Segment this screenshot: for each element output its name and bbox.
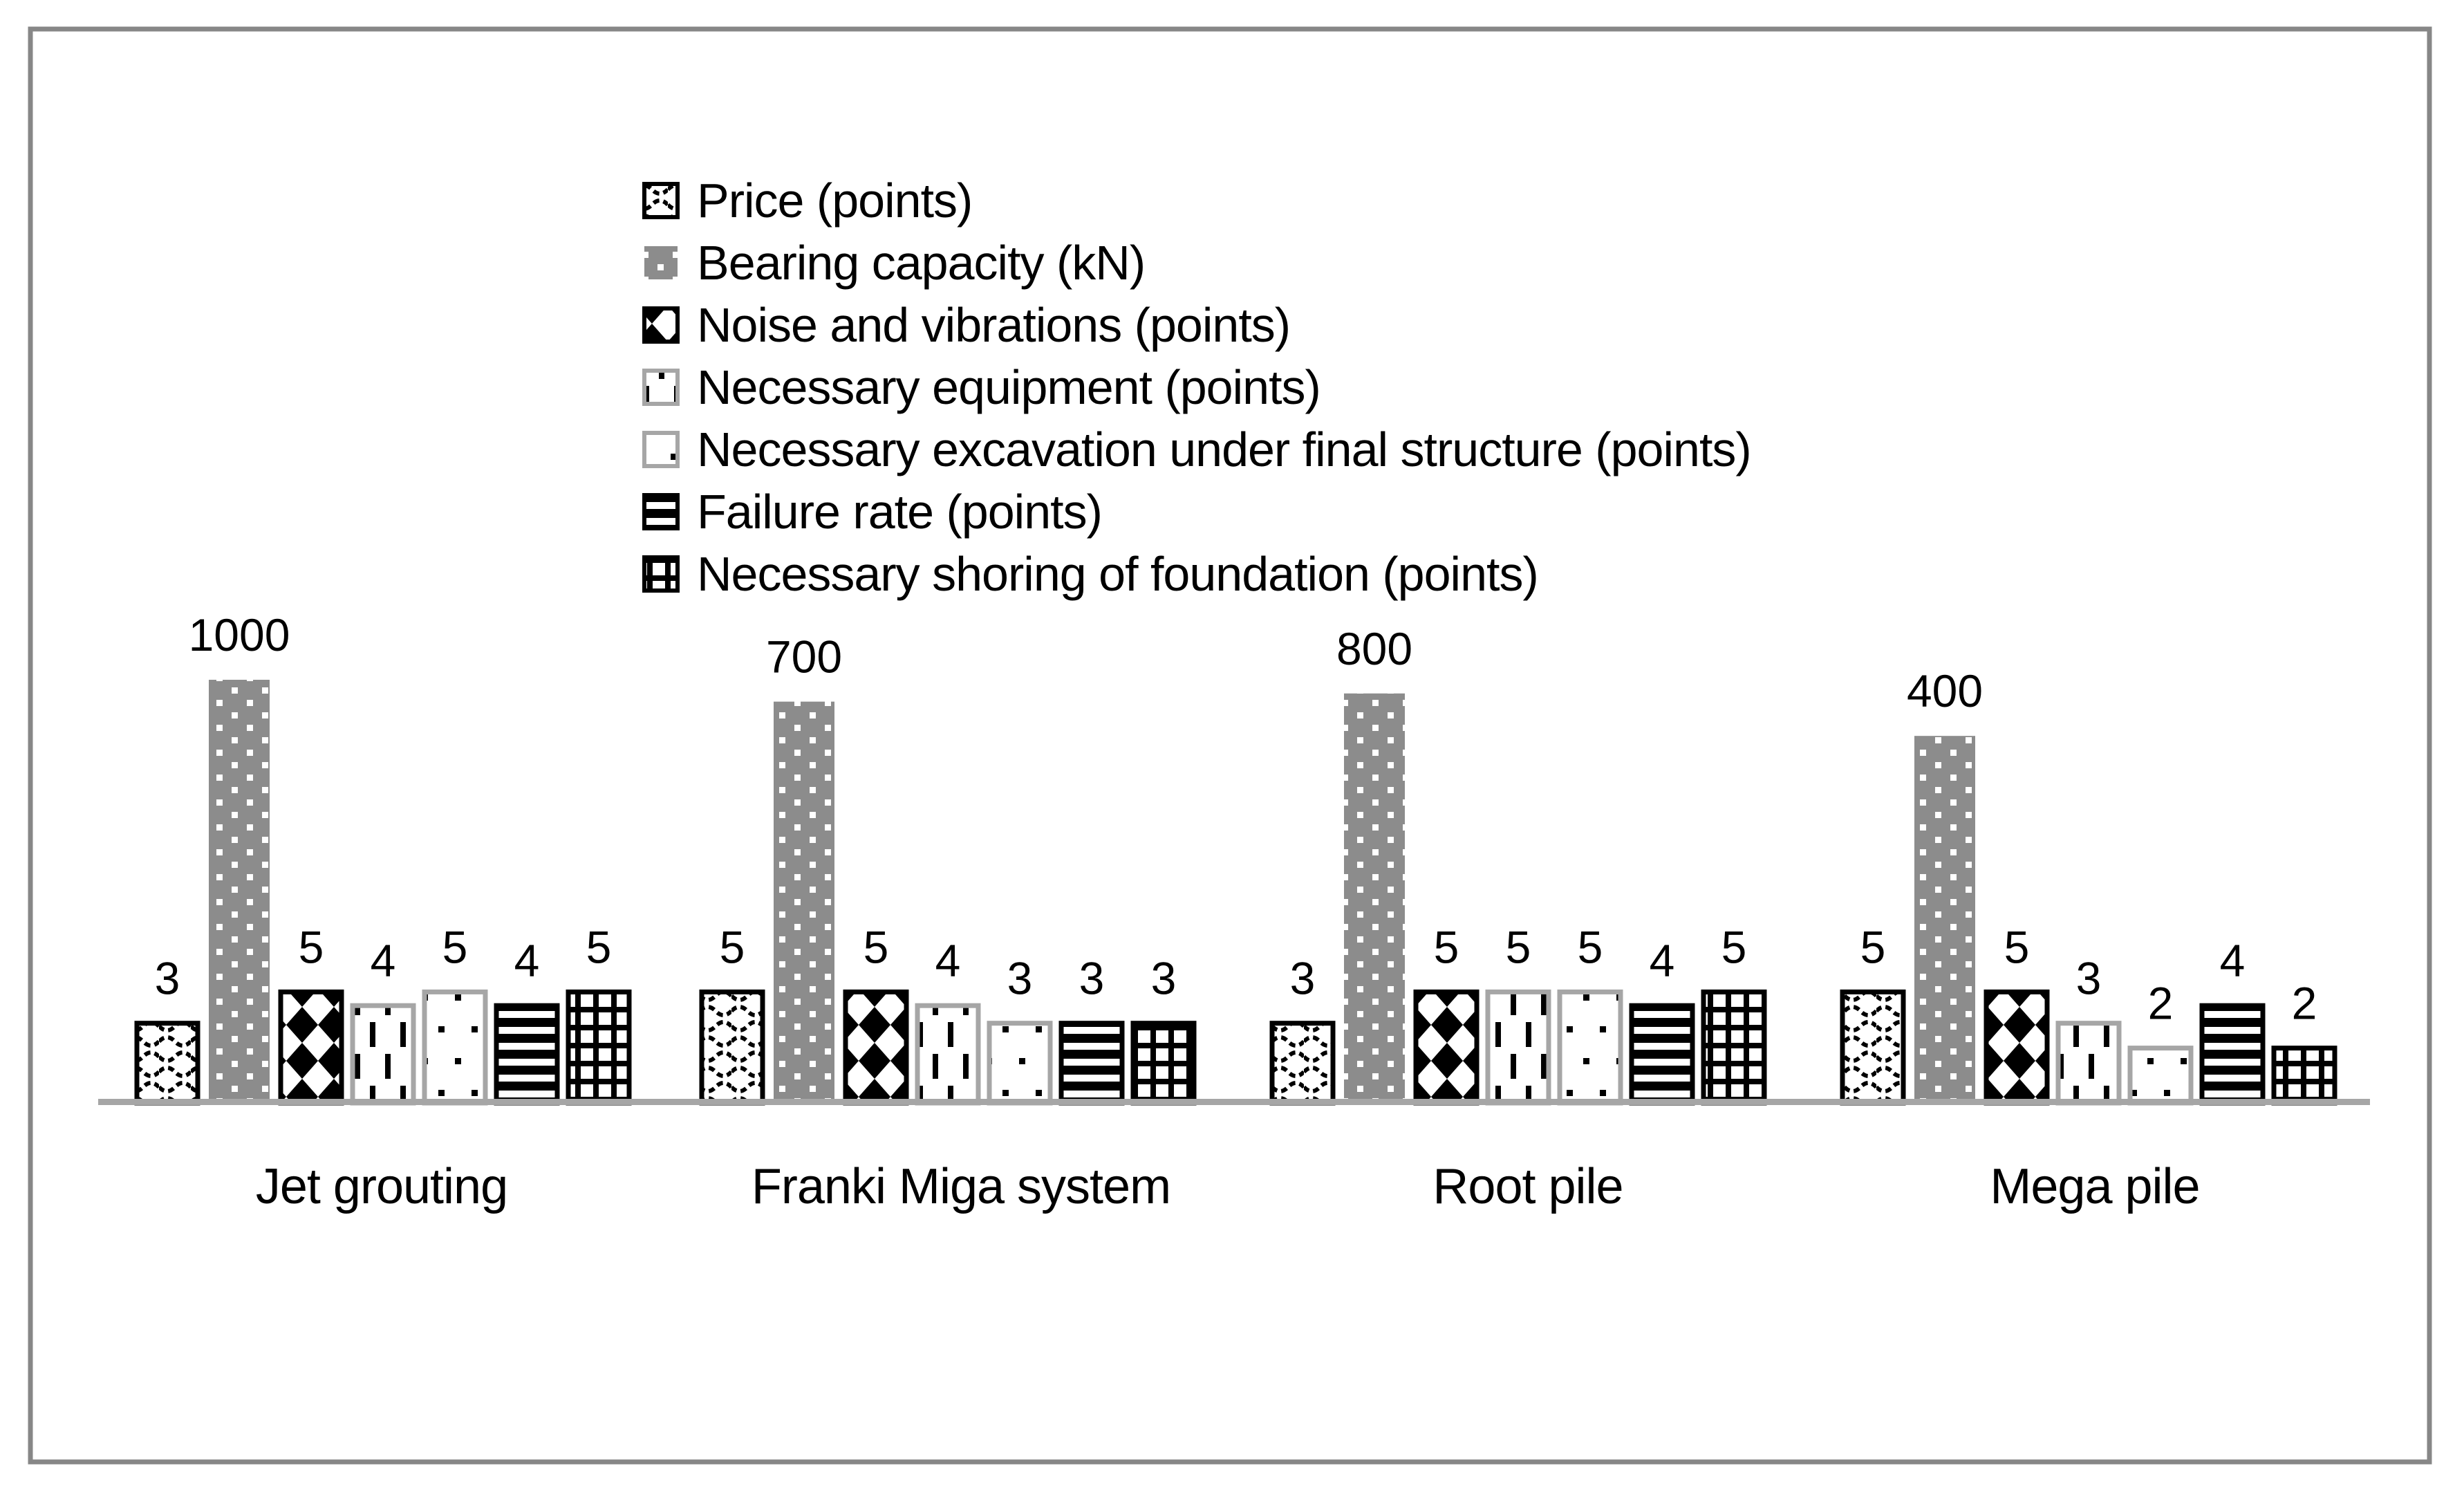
legend-swatch-bearing-capacity-kn xyxy=(644,246,678,279)
legend-swatch-necessary-shoring-of-foundation-points xyxy=(642,555,680,593)
bar-necessary-equipment-points-franki-miga-system xyxy=(915,1003,981,1106)
bar-value-label-necessary-equipment-points-franki-miga-system: 4 xyxy=(935,935,961,986)
bar-necessary-excavation-under-final-structure-points-jet-grouting xyxy=(422,989,488,1106)
chart-frame xyxy=(28,26,2432,1465)
axis-layer xyxy=(98,1099,2370,1105)
bar-value-label-failure-rate-points-root-pile: 4 xyxy=(1650,935,1675,986)
bar-value-label-noise-and-vibrations-points-root-pile: 5 xyxy=(1434,921,1459,972)
bar-failure-rate-points-root-pile xyxy=(1629,1003,1695,1106)
bar-value-label-necessary-shoring-of-foundation-points-jet-grouting: 5 xyxy=(586,921,612,972)
legend-label-bearing-capacity-kn: Bearing capacity (kN) xyxy=(697,236,1145,290)
bar-value-label-noise-and-vibrations-points-jet-grouting: 5 xyxy=(299,921,324,972)
legend-item-noise-and-vibrations-points: Noise and vibrations (points) xyxy=(642,298,1291,352)
bar-price-points-root-pile xyxy=(1269,1021,1336,1106)
bar-value-label-necessary-shoring-of-foundation-points-franki-miga-system: 3 xyxy=(1151,953,1177,1004)
bar-necessary-shoring-of-foundation-points-franki-miga-system xyxy=(1130,1021,1197,1106)
legend-item-failure-rate-points: Failure rate (points) xyxy=(642,485,1103,539)
bar-noise-and-vibrations-points-franki-miga-system xyxy=(843,989,909,1106)
bar-value-label-necessary-equipment-points-mega-pile: 3 xyxy=(2076,953,2102,1004)
category-label-jet-grouting: Jet grouting xyxy=(256,1159,507,1214)
bar-price-points-jet-grouting xyxy=(134,1021,200,1106)
bar-value-label-bearing-capacity-kn-root-pile: 800 xyxy=(1336,623,1412,674)
bar-necessary-excavation-under-final-structure-points-root-pile xyxy=(1557,989,1623,1106)
bar-value-label-bearing-capacity-kn-jet-grouting: 1000 xyxy=(189,609,290,660)
bar-value-label-necessary-excavation-under-final-structure-points-mega-pile: 2 xyxy=(2148,978,2174,1029)
legend-label-failure-rate-points: Failure rate (points) xyxy=(697,485,1102,539)
legend-label-noise-and-vibrations-points: Noise and vibrations (points) xyxy=(697,298,1290,352)
x-axis-line xyxy=(98,1099,2370,1105)
legend: Price (points) Bearing capacity (kN) Noise… xyxy=(642,174,1752,601)
legend-label-necessary-excavation-under-final-structure-points: Necessary excavation under final structu… xyxy=(697,423,1751,476)
bar-price-points-mega-pile xyxy=(1840,989,1906,1106)
bar-bearing-capacity-kn-franki-miga-system xyxy=(774,701,834,1103)
bar-value-label-necessary-excavation-under-final-structure-points-franki-miga-system: 3 xyxy=(1007,953,1033,1004)
legend-swatch-necessary-excavation-under-final-structure-points xyxy=(642,431,680,468)
bar-value-label-noise-and-vibrations-points-mega-pile: 5 xyxy=(2004,921,2030,972)
legend-item-bearing-capacity-kn: Bearing capacity (kN) xyxy=(644,236,1146,290)
bar-value-label-price-points-franki-miga-system: 5 xyxy=(720,921,745,972)
bar-noise-and-vibrations-points-mega-pile xyxy=(1984,989,2050,1106)
category-label-mega-pile: Mega pile xyxy=(1990,1159,2199,1214)
legend-item-necessary-equipment-points: Necessary equipment (points) xyxy=(642,360,1321,414)
bar-value-label-failure-rate-points-mega-pile: 4 xyxy=(2220,935,2246,986)
bar-value-label-failure-rate-points-franki-miga-system: 3 xyxy=(1079,953,1105,1004)
category-label-root-pile: Root pile xyxy=(1432,1159,1623,1214)
legend-item-necessary-excavation-under-final-structure-points: Necessary excavation under final structu… xyxy=(642,423,1752,476)
bar-necessary-equipment-points-jet-grouting xyxy=(350,1003,416,1106)
category-label-franki-miga-system: Franki Miga system xyxy=(752,1159,1170,1214)
bar-necessary-shoring-of-foundation-points-jet-grouting xyxy=(566,989,632,1106)
bar-necessary-equipment-points-mega-pile xyxy=(2055,1021,2122,1106)
legend-swatch-price-points xyxy=(642,182,680,219)
legend-item-necessary-shoring-of-foundation-points: Necessary shoring of foundation (points) xyxy=(642,547,1539,601)
bar-value-label-failure-rate-points-jet-grouting: 4 xyxy=(514,935,540,986)
bar-necessary-equipment-points-root-pile xyxy=(1485,989,1551,1106)
legend-item-price-points: Price (points) xyxy=(642,174,973,228)
bar-necessary-shoring-of-foundation-points-mega-pile xyxy=(2271,1046,2337,1106)
bar-necessary-shoring-of-foundation-points-root-pile xyxy=(1701,989,1767,1106)
bar-value-label-price-points-mega-pile: 5 xyxy=(1860,921,1886,972)
bar-value-label-necessary-shoring-of-foundation-points-mega-pile: 2 xyxy=(2292,978,2317,1029)
bar-failure-rate-points-mega-pile xyxy=(2199,1003,2266,1106)
legend-label-necessary-shoring-of-foundation-points: Necessary shoring of foundation (points) xyxy=(697,547,1538,601)
bar-failure-rate-points-franki-miga-system xyxy=(1058,1021,1125,1106)
bar-necessary-excavation-under-final-structure-points-mega-pile xyxy=(2127,1046,2194,1106)
bar-failure-rate-points-jet-grouting xyxy=(494,1003,560,1106)
bar-value-label-necessary-shoring-of-foundation-points-root-pile: 5 xyxy=(1721,921,1747,972)
bar-value-label-necessary-excavation-under-final-structure-points-jet-grouting: 5 xyxy=(442,921,468,972)
bar-value-label-necessary-equipment-points-jet-grouting: 4 xyxy=(371,935,396,986)
legend-label-price-points: Price (points) xyxy=(697,174,972,228)
bar-value-label-noise-and-vibrations-points-franki-miga-system: 5 xyxy=(864,921,889,972)
legend-swatch-failure-rate-points xyxy=(642,493,680,530)
bar-bearing-capacity-kn-root-pile xyxy=(1344,693,1405,1103)
bar-value-label-bearing-capacity-kn-mega-pile: 400 xyxy=(1907,665,1983,716)
legend-label-necessary-equipment-points: Necessary equipment (points) xyxy=(697,360,1320,414)
bar-necessary-excavation-under-final-structure-points-franki-miga-system xyxy=(987,1021,1053,1106)
legend-swatch-noise-and-vibrations-points xyxy=(642,306,680,344)
bar-bearing-capacity-kn-mega-pile xyxy=(1914,736,1975,1103)
bar-value-label-bearing-capacity-kn-franki-miga-system: 700 xyxy=(766,631,842,683)
bar-value-label-price-points-root-pile: 3 xyxy=(1290,953,1316,1004)
bar-bearing-capacity-kn-jet-grouting xyxy=(209,680,270,1103)
bar-value-label-price-points-jet-grouting: 3 xyxy=(155,953,180,1004)
bar-noise-and-vibrations-points-jet-grouting xyxy=(278,989,344,1106)
legend-swatch-necessary-equipment-points xyxy=(642,369,680,406)
bar-value-label-necessary-equipment-points-root-pile: 5 xyxy=(1506,921,1531,972)
bar-value-label-necessary-excavation-under-final-structure-points-root-pile: 5 xyxy=(1578,921,1603,972)
bar-price-points-franki-miga-system xyxy=(699,989,765,1106)
bars-layer xyxy=(134,680,2337,1106)
bar-noise-and-vibrations-points-root-pile xyxy=(1413,989,1480,1106)
